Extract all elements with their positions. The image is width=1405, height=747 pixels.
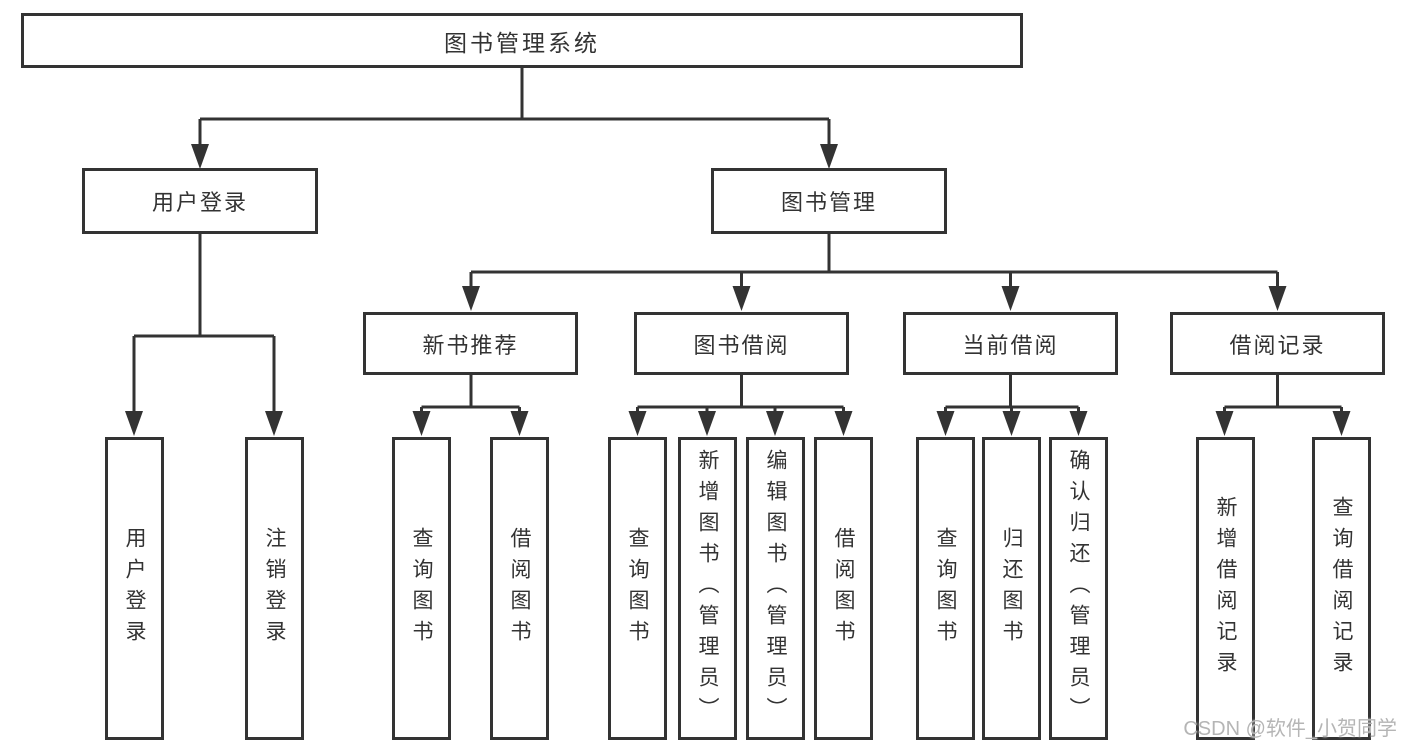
- node-label: 新书推荐: [422, 332, 519, 358]
- node-leaf-add-borrow-record: 新增借阅记录: [1196, 437, 1255, 740]
- node-leaf-query-books-1: 查询图书: [392, 437, 451, 740]
- node-label: 借阅记录: [1229, 332, 1326, 358]
- node-leaf-query-books-3: 查询图书: [916, 437, 975, 740]
- node-label: 用户登录: [151, 190, 248, 215]
- node-leaf-borrow-books-1: 借阅图书: [490, 437, 549, 740]
- node-label: 确认归还（管理员）: [1067, 449, 1090, 728]
- node-label: 查询图书: [626, 526, 649, 651]
- node-label: 查询借阅记录: [1330, 495, 1353, 682]
- node-current-borrowing: 当前借阅: [903, 312, 1118, 375]
- node-book-management: 图书管理: [711, 168, 947, 234]
- node-borrowing-records: 借阅记录: [1170, 312, 1385, 375]
- node-label: 当前借阅: [962, 332, 1059, 358]
- node-label: 查询图书: [410, 526, 433, 651]
- node-label: 归还图书: [1000, 526, 1023, 651]
- node-leaf-query-books-2: 查询图书: [608, 437, 667, 740]
- node-label: 新增借阅记录: [1214, 495, 1237, 682]
- node-label: 注销登录: [263, 526, 286, 651]
- node-label: 新增图书（管理员）: [696, 449, 719, 728]
- node-label: 查询图书: [934, 526, 957, 651]
- node-leaf-borrow-books-2: 借阅图书: [814, 437, 873, 740]
- node-label: 借阅图书: [832, 526, 855, 651]
- node-book-borrowing: 图书借阅: [634, 312, 849, 375]
- node-library-system: 图书管理系统: [21, 13, 1023, 68]
- node-leaf-edit-book-admin: 编辑图书（管理员）: [746, 437, 805, 740]
- node-label: 借阅图书: [508, 526, 531, 651]
- node-label: 图书管理: [780, 190, 877, 215]
- node-leaf-add-book-admin: 新增图书（管理员）: [678, 437, 737, 740]
- node-leaf-return-books: 归还图书: [982, 437, 1041, 740]
- node-label: 图书借阅: [693, 332, 790, 358]
- node-label: 用户登录: [123, 526, 146, 651]
- arrowheads: [125, 144, 1351, 436]
- node-leaf-logout: 注销登录: [245, 437, 304, 740]
- node-user-login: 用户登录: [82, 168, 318, 234]
- csdn-watermark: CSDN @软件_小贺同学: [1183, 718, 1397, 740]
- node-label: 图书管理系统: [444, 29, 600, 56]
- node-label: 编辑图书（管理员）: [764, 449, 787, 728]
- node-leaf-confirm-return-admin: 确认归还（管理员）: [1049, 437, 1108, 740]
- node-new-book-recommendation: 新书推荐: [363, 312, 578, 375]
- node-leaf-query-borrow-record: 查询借阅记录: [1312, 437, 1371, 740]
- node-leaf-user-login: 用户登录: [105, 437, 164, 740]
